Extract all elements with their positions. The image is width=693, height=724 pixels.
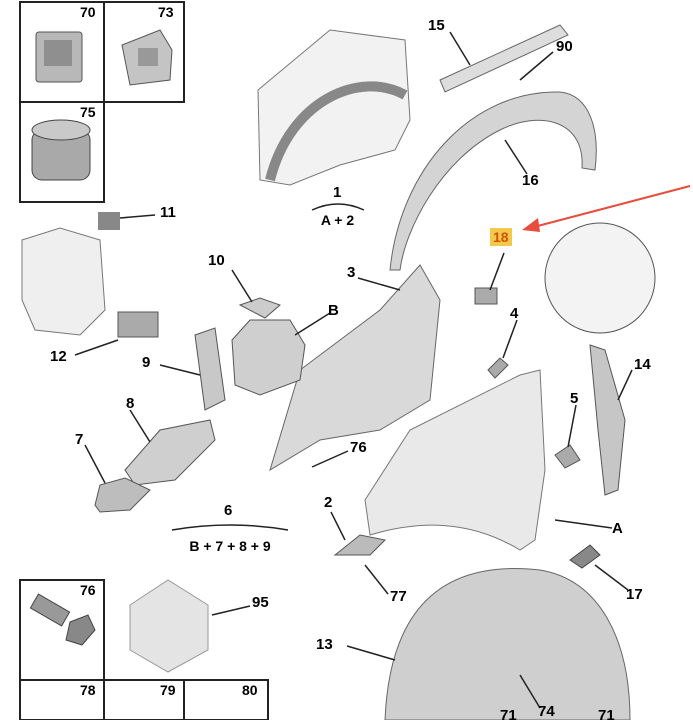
bracket-7 [94, 477, 151, 513]
parts-box-grid [19, 1, 185, 203]
label-77: 77 [390, 588, 407, 605]
label-74: 74 [538, 703, 555, 720]
brace-1 [311, 203, 365, 211]
clip-18 [474, 287, 498, 305]
clip-17 [569, 544, 601, 569]
bracket-73-icon [121, 29, 173, 86]
fender-upper-1 [257, 29, 411, 186]
label-76a: 76 [350, 439, 367, 456]
label-95: 95 [252, 594, 269, 611]
label-75: 75 [80, 104, 96, 120]
label-9: 9 [142, 354, 151, 371]
bolt-76-icon [29, 593, 96, 646]
strip-15 [439, 24, 569, 93]
seal-14 [589, 344, 626, 496]
clip-12 [117, 311, 159, 338]
clip-70-icon [35, 31, 83, 83]
label-6: 6 [224, 502, 233, 519]
label-80: 80 [242, 682, 258, 698]
label-14: 14 [634, 356, 651, 373]
brace-6 [171, 524, 289, 531]
label-8: 8 [126, 395, 135, 412]
fender-A [364, 369, 546, 551]
label-16: 16 [522, 172, 539, 189]
label-2: 2 [324, 494, 333, 511]
label-79: 79 [160, 682, 176, 698]
label-71b: 71 [598, 707, 615, 724]
label-13: 13 [316, 636, 333, 653]
label-70: 70 [80, 4, 96, 20]
bracket-10 [238, 297, 281, 319]
lower-box-grid [19, 579, 269, 720]
label-76b: 76 [80, 582, 96, 598]
label-7: 7 [75, 431, 84, 448]
label-1: 1 [333, 184, 342, 201]
formula-6: B + 7 + 8 + 9 [189, 538, 271, 554]
label-15: 15 [428, 17, 445, 34]
bracket-2 [333, 534, 387, 556]
tower-B [231, 319, 306, 396]
label-78: 78 [80, 682, 96, 698]
formula-1: A + 2 [320, 212, 355, 228]
label-90: 90 [556, 38, 573, 55]
panel-11 [21, 227, 106, 336]
label-11: 11 [160, 204, 176, 221]
inner-panel-3 [269, 264, 441, 472]
clip-5 [554, 444, 581, 469]
label-B: B [328, 302, 339, 319]
label-A: A [612, 520, 623, 537]
rail-8 [124, 419, 216, 486]
wheel-liner-13 [384, 568, 631, 720]
label-10: 10 [208, 252, 225, 269]
wheel-arch-16 [389, 91, 597, 271]
callout-arrow [522, 185, 691, 232]
label-17: 17 [626, 586, 643, 603]
label-18-highlight: 18 [490, 228, 512, 246]
detail-circle [544, 222, 656, 334]
label-3: 3 [347, 264, 356, 281]
clip-4 [487, 357, 509, 379]
label-4: 4 [510, 305, 519, 322]
label-71a: 71 [500, 707, 517, 724]
bracket-9 [194, 327, 226, 411]
bushing-75-icon [31, 119, 91, 181]
label-12: 12 [50, 348, 67, 365]
label-5: 5 [570, 390, 579, 407]
leader-lines [74, 31, 633, 709]
label-73: 73 [158, 4, 174, 20]
kit-95 [129, 579, 209, 673]
clip-11 [98, 212, 120, 230]
